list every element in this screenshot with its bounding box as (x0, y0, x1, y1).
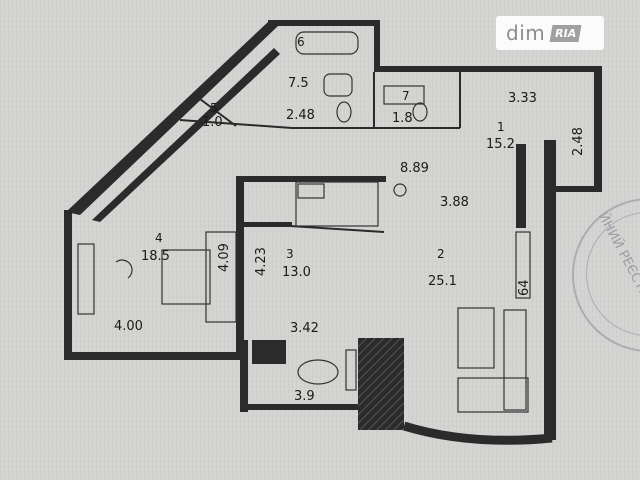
room-4-number: 4 (155, 231, 163, 245)
wall-hall-top (179, 119, 293, 129)
dim-3-33: 3.33 (508, 91, 537, 106)
dim-4-09: 4.09 (217, 243, 232, 272)
desk (205, 231, 237, 323)
room-3-area: 13.0 (282, 265, 311, 280)
right-step-wall (548, 186, 602, 192)
right-wall-upper (594, 66, 602, 192)
corridor-bottom-wall (240, 404, 360, 410)
column-hatched (358, 338, 404, 430)
dimria-watermark: dim RIA (496, 16, 604, 50)
bathtub (295, 31, 359, 55)
wc-toilet (412, 102, 428, 122)
sofa-lower (457, 377, 529, 413)
dim-2-48-top: 2.48 (286, 108, 315, 123)
outer-walls (64, 20, 602, 445)
bottom-left-wall (64, 352, 248, 360)
room-1-number: 1 (497, 120, 505, 134)
bath-right-wall (374, 20, 380, 72)
right-wall-main (544, 140, 556, 440)
corridor-left-wall (240, 340, 248, 412)
wall-right-partition (516, 144, 526, 228)
dim-3-88: 3.88 (440, 195, 469, 210)
left-wall (64, 210, 72, 360)
dim-2-48-right: 2.48 (571, 127, 586, 156)
kitchen-counter (295, 181, 379, 227)
room-5-area: 1.0 (202, 115, 223, 130)
stove (297, 183, 325, 199)
dim-4-00: 4.00 (114, 319, 143, 334)
diagonal-wall-outer (66, 22, 278, 215)
diagonal-wall-inner (92, 48, 280, 222)
room-7-number: 7 (402, 89, 410, 103)
dim-3-9: 3.9 (294, 389, 315, 404)
dim-8-89: 8.89 (400, 161, 429, 176)
room-1-area: 15.2 (486, 137, 515, 152)
dim-64: 64 (517, 279, 532, 296)
wall-pillar (252, 340, 286, 364)
radiator (515, 231, 531, 299)
room-6-number: 6 (297, 35, 305, 49)
wall-kitchen-nook (244, 222, 292, 227)
kitchen-sink (393, 183, 407, 197)
watermark-sub: RIA (549, 24, 582, 42)
wall-counter (289, 225, 385, 233)
room-7-area: 1.8 (392, 111, 413, 126)
room-2-area: 25.1 (428, 274, 457, 289)
room-4-area: 18.5 (141, 249, 170, 264)
room-2-number: 2 (437, 247, 445, 261)
top-wall-right (374, 66, 600, 72)
wall-kitchen-top (236, 176, 386, 182)
room-labels: 6 7.5 5 1.0 7 1.8 1 15.2 4 18.5 3 13.0 2… (141, 35, 515, 289)
wc-shelf (383, 85, 425, 105)
wardrobe (77, 243, 95, 315)
dining-table (297, 359, 339, 385)
room-6-area: 7.5 (288, 76, 309, 91)
dim-4-23: 4.23 (254, 247, 269, 276)
top-wall-bath (268, 20, 380, 26)
watermark-brand: dim (506, 21, 546, 45)
interior-walls (179, 72, 526, 364)
room-5-number: 5 (210, 101, 218, 115)
toilet (336, 101, 352, 123)
armchair (115, 259, 133, 279)
dimension-labels: 2.48 3.33 2.48 8.89 3.88 4.23 4.09 4.00 … (114, 91, 586, 404)
bed (161, 249, 211, 305)
tv-unit (503, 309, 527, 411)
bottom-curved-wall (402, 421, 553, 445)
fixtures (77, 31, 531, 413)
wall-bedroom-right (236, 176, 244, 352)
room-3-number: 3 (286, 247, 294, 261)
dim-3-42: 3.42 (290, 321, 319, 336)
sink (323, 73, 353, 97)
wall-storage (195, 95, 237, 127)
sofa (457, 307, 495, 369)
side-cabinet (345, 349, 357, 391)
